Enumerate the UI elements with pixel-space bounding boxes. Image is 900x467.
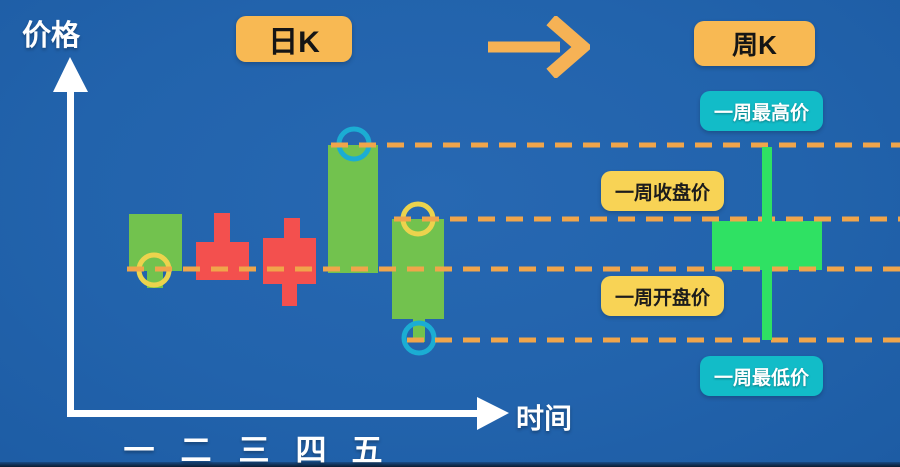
day-label-mon: 一 — [123, 433, 155, 467]
right-arrow-icon — [488, 16, 590, 78]
x-axis-arrowhead-icon — [477, 397, 509, 430]
day-label-thu: 四 — [295, 433, 327, 467]
x-axis-line — [67, 410, 488, 417]
weekly-low-marker — [401, 320, 437, 356]
wed-candle-body — [263, 238, 316, 284]
tue-candle-upper-wick — [214, 213, 230, 243]
wed-candle-lower-wick — [282, 283, 297, 306]
day-label-fri: 五 — [351, 433, 383, 467]
weekly-close-label: 一周收盘价 — [601, 171, 724, 211]
x-axis-label: 时间 — [516, 403, 573, 434]
day-label-wed: 三 — [238, 433, 270, 467]
weekly-candle-wick — [762, 147, 772, 340]
thu-candle-body — [328, 145, 378, 273]
daily-k-badge: 日K — [236, 16, 352, 62]
weekly-low-label: 一周最低价 — [700, 356, 823, 396]
weekly-k-badge: 周K — [694, 21, 815, 66]
tue-candle-body — [196, 242, 249, 280]
y-axis-label: 价格 — [22, 20, 81, 52]
weekly-high-label: 一周最高价 — [700, 91, 823, 131]
y-axis-line — [67, 86, 74, 417]
day-label-tue: 二 — [180, 433, 212, 467]
mon-candle-body — [129, 214, 182, 271]
weekly-open-label: 一周开盘价 — [601, 276, 724, 316]
y-axis-arrowhead-icon — [53, 57, 88, 92]
bottom-edge-shadow — [0, 462, 900, 467]
wed-candle-upper-wick — [284, 218, 300, 239]
